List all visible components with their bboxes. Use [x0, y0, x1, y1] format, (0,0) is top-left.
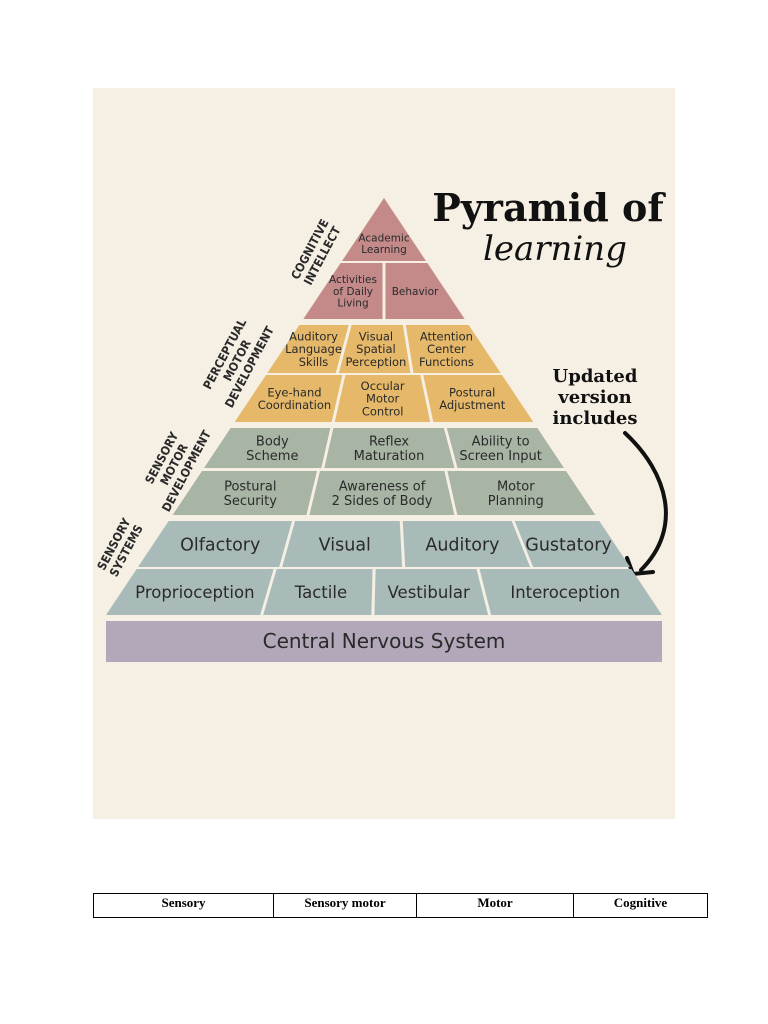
- pyramid-cell-label: Olfactory: [180, 535, 260, 555]
- pyramid-cell: [324, 428, 455, 468]
- pyramid-cell-label: Control: [362, 404, 404, 418]
- pyramid-cell-label: Planning: [488, 494, 544, 509]
- pyramid-cell: [263, 569, 373, 615]
- pyramid-cell: [234, 375, 343, 422]
- pyramid-cell: [204, 428, 331, 468]
- pyramid-cell-label: Adjustment: [439, 398, 506, 412]
- pyramid-cell-label: Scheme: [246, 449, 298, 464]
- table-cell-sensory: Sensory: [93, 893, 274, 918]
- pyramid-cell-label: Living: [337, 297, 368, 309]
- pyramid-cell-label: Learning: [361, 244, 407, 256]
- pyramid-cell-label: Visual: [319, 535, 371, 555]
- title-line1: Pyramid of: [432, 185, 666, 230]
- pyramid-cell-label: Auditory: [289, 329, 338, 343]
- pyramid-cell-label: Perception: [346, 355, 407, 369]
- pyramid-cell-label: Postural: [449, 385, 495, 399]
- pyramid-cell-label: Vestibular: [388, 583, 470, 602]
- pyramid-cell-label: Center: [427, 342, 466, 356]
- pyramid-cell-label: Motor: [497, 480, 535, 495]
- pyramid-cell-label: Skills: [299, 355, 329, 369]
- table-cell-cognitive: Cognitive: [573, 893, 708, 918]
- curved-arrow-icon: [623, 431, 668, 572]
- base-label: Central Nervous System: [263, 629, 506, 653]
- pyramid-cell: [447, 471, 596, 515]
- pyramid-cell: [172, 471, 317, 515]
- pyramid-cell: [479, 569, 662, 615]
- pyramid-cell-label: Motor: [366, 392, 400, 406]
- title-line2: learning: [483, 229, 627, 269]
- pyramid-cell: [514, 521, 630, 567]
- pyramid-cell-label: Attention: [420, 329, 473, 343]
- pyramid-cell-label: Auditory: [425, 535, 499, 555]
- pyramid-cell: [342, 198, 426, 261]
- pyramid-cell-label: Academic: [358, 233, 409, 245]
- category-table: Sensory Sensory motor Motor Cognitive: [93, 893, 708, 918]
- pyramid-cell-label: Behavior: [392, 286, 439, 298]
- note-line1: Updated: [553, 366, 638, 387]
- pyramid-cell-label: Visual: [359, 329, 393, 343]
- pyramid-cell-label: Functions: [419, 355, 474, 369]
- pyramid-cell: [338, 325, 411, 373]
- pyramid-cell-label: Proprioception: [135, 583, 254, 602]
- note-line3: includes: [553, 408, 638, 429]
- pyramid-cell-label: of Daily: [333, 286, 373, 298]
- pyramid-cell: [309, 471, 455, 515]
- pyramid-cell-label: Ability to: [472, 435, 530, 450]
- pyramid-cell-label: Reflex: [369, 435, 409, 450]
- pyramid-cell: [267, 325, 349, 373]
- pyramid-cell-label: Occular: [361, 379, 405, 393]
- pyramid-cell: [423, 375, 534, 422]
- pyramid-cell-label: Coordination: [258, 398, 332, 412]
- pyramid-figure: Pyramid of learning Updated version incl…: [93, 88, 675, 819]
- pyramid-cell: [374, 569, 489, 615]
- pyramid-cell-label: Activities: [329, 274, 377, 286]
- pyramid-cell-label: Interoception: [510, 583, 620, 602]
- base-bar: [106, 621, 662, 662]
- pyramid-cell-label: Eye-hand: [267, 385, 321, 399]
- pyramid-cell: [385, 263, 465, 319]
- pyramid-cell-label: Language: [285, 342, 342, 356]
- pyramid-cell: [106, 569, 274, 615]
- pyramid-cell-label: Screen Input: [459, 449, 541, 464]
- pyramid-cell-label: Maturation: [354, 449, 425, 464]
- pyramid-cell-label: Security: [224, 494, 278, 509]
- pyramid-cell: [303, 263, 383, 319]
- pyramid-cell-label: Postural: [224, 480, 276, 495]
- pyramid-cell: [402, 521, 531, 567]
- pyramid-cell-label: 2 Sides of Body: [332, 494, 433, 509]
- table-row: Sensory Sensory motor Motor Cognitive: [93, 893, 708, 918]
- pyramid-cell-label: Spatial: [356, 342, 396, 356]
- pyramid-cell: [334, 375, 431, 422]
- pyramid-svg: Pyramid of learning Updated version incl…: [94, 185, 668, 662]
- pyramid-cell: [405, 325, 501, 373]
- table-cell-sensory-motor: Sensory motor: [273, 893, 417, 918]
- pyramid-cell-label: Body: [256, 435, 289, 450]
- pyramid-cell: [446, 428, 564, 468]
- pyramid-cell: [138, 521, 293, 567]
- pyramid-cell-label: Gustatory: [525, 535, 611, 555]
- note-line2: version: [557, 387, 631, 408]
- pyramid-cell: [282, 521, 403, 567]
- table-cell-motor: Motor: [416, 893, 574, 918]
- pyramid-cell-label: Awareness of: [339, 480, 426, 495]
- pyramid-cell-label: Tactile: [294, 583, 347, 602]
